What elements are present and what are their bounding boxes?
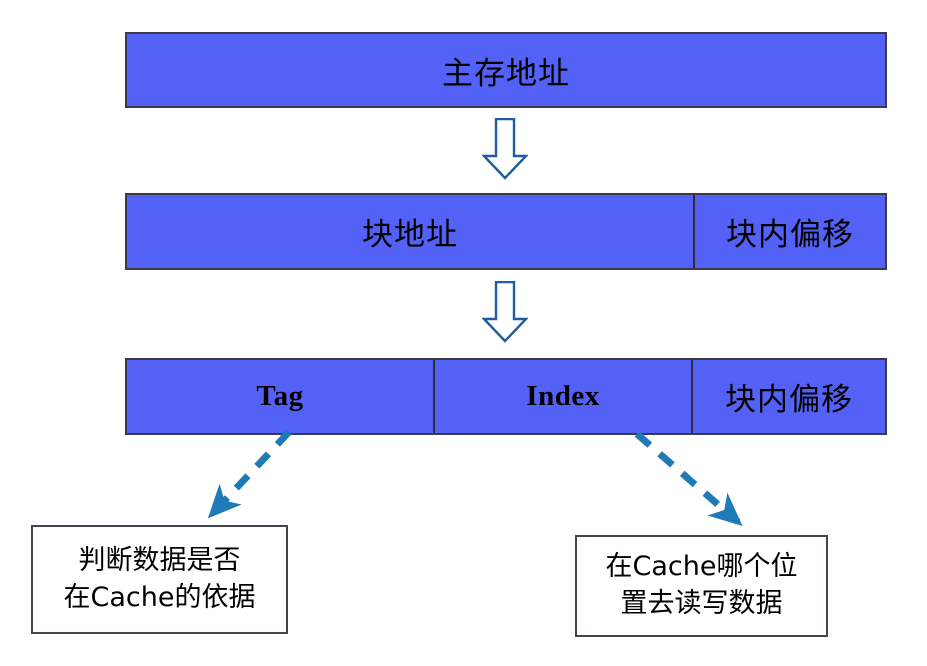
note-tag-line-2: 在Cache的依据 <box>63 581 256 613</box>
note-index-line-2: 置去读写数据 <box>620 588 783 619</box>
segment-tag: Tag <box>256 380 304 412</box>
block-address-bar: 块地址 块内偏移 <box>125 193 887 270</box>
segment-block-offset-2: 块内偏移 <box>691 360 885 433</box>
note-tag: 判断数据是否 在Cache的依据 <box>31 525 288 634</box>
main-address-bar: 主存地址 <box>125 32 887 108</box>
segment-block-offset: 块内偏移 <box>693 195 885 268</box>
arrow-block-to-tag <box>482 281 528 343</box>
note-index: 在Cache哪个位 置去读写数据 <box>575 535 828 637</box>
note-tag-line-1: 判断数据是否 <box>78 544 241 576</box>
index-callout-arrow <box>634 431 743 526</box>
tag-index-offset-bar: Tag Index 块内偏移 <box>125 358 887 435</box>
note-index-line-1: 在Cache哪个位 <box>605 551 798 583</box>
arrow-main-to-block <box>482 118 528 180</box>
segment-block-address: 块地址 <box>362 217 458 253</box>
tag-callout-arrow <box>207 429 292 519</box>
segment-main-address: 主存地址 <box>442 55 570 92</box>
segment-index: Index <box>433 360 691 433</box>
